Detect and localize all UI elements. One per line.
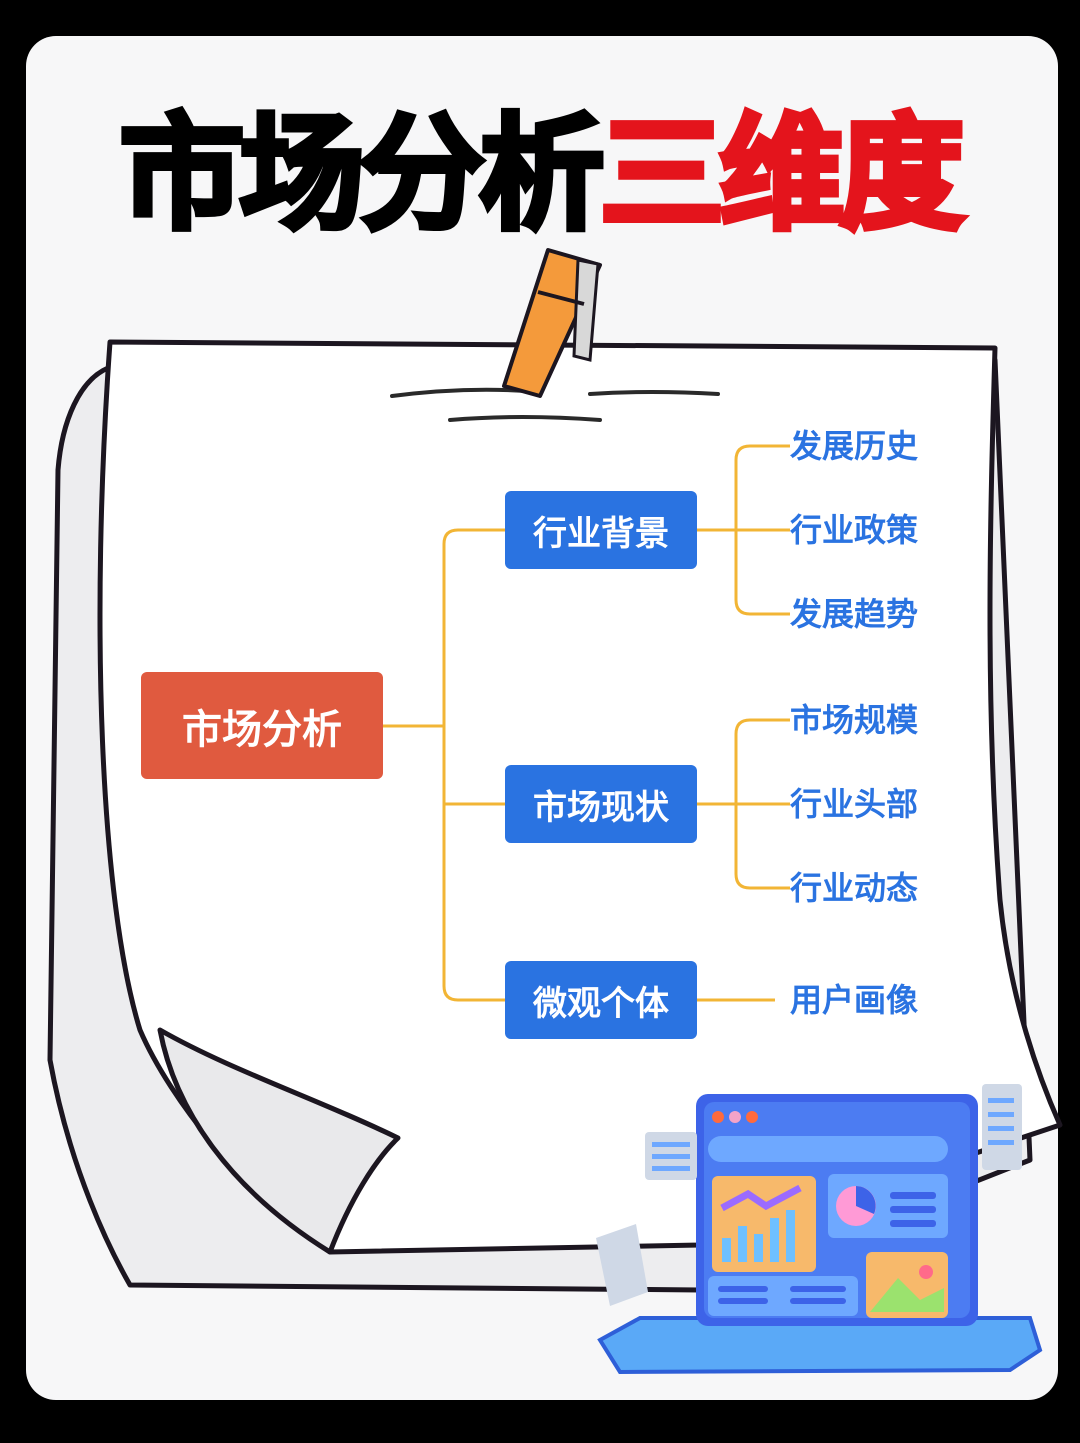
leaf-development-history: 发展历史 (790, 427, 919, 465)
title-red-part: 三维度 (597, 100, 967, 250)
leaf-market-size: 市场规模 (790, 701, 919, 739)
branch-node-industry-background: 行业背景 (505, 491, 697, 569)
leaf-industry-leaders: 行业头部 (790, 785, 919, 823)
dashboard-illustration-icon (596, 1084, 1043, 1375)
branch-node-micro-individual: 微观个体 (505, 961, 697, 1039)
leaf-user-persona: 用户画像 (790, 981, 919, 1019)
leaf-industry-dynamics: 行业动态 (790, 869, 919, 907)
title-black-part: 市场分析 (117, 100, 607, 250)
branch-node-market-status: 市场现状 (505, 765, 697, 843)
curled-corner (157, 1027, 401, 1255)
clothespin-icon (502, 248, 602, 398)
mindmap-root-node: 市场分析 (141, 672, 383, 779)
connectors (383, 444, 790, 1002)
page-title: 市场分析三维度 (0, 100, 1080, 250)
leaf-development-trend: 发展趋势 (790, 595, 919, 633)
leaf-industry-policy: 行业政策 (790, 511, 919, 549)
